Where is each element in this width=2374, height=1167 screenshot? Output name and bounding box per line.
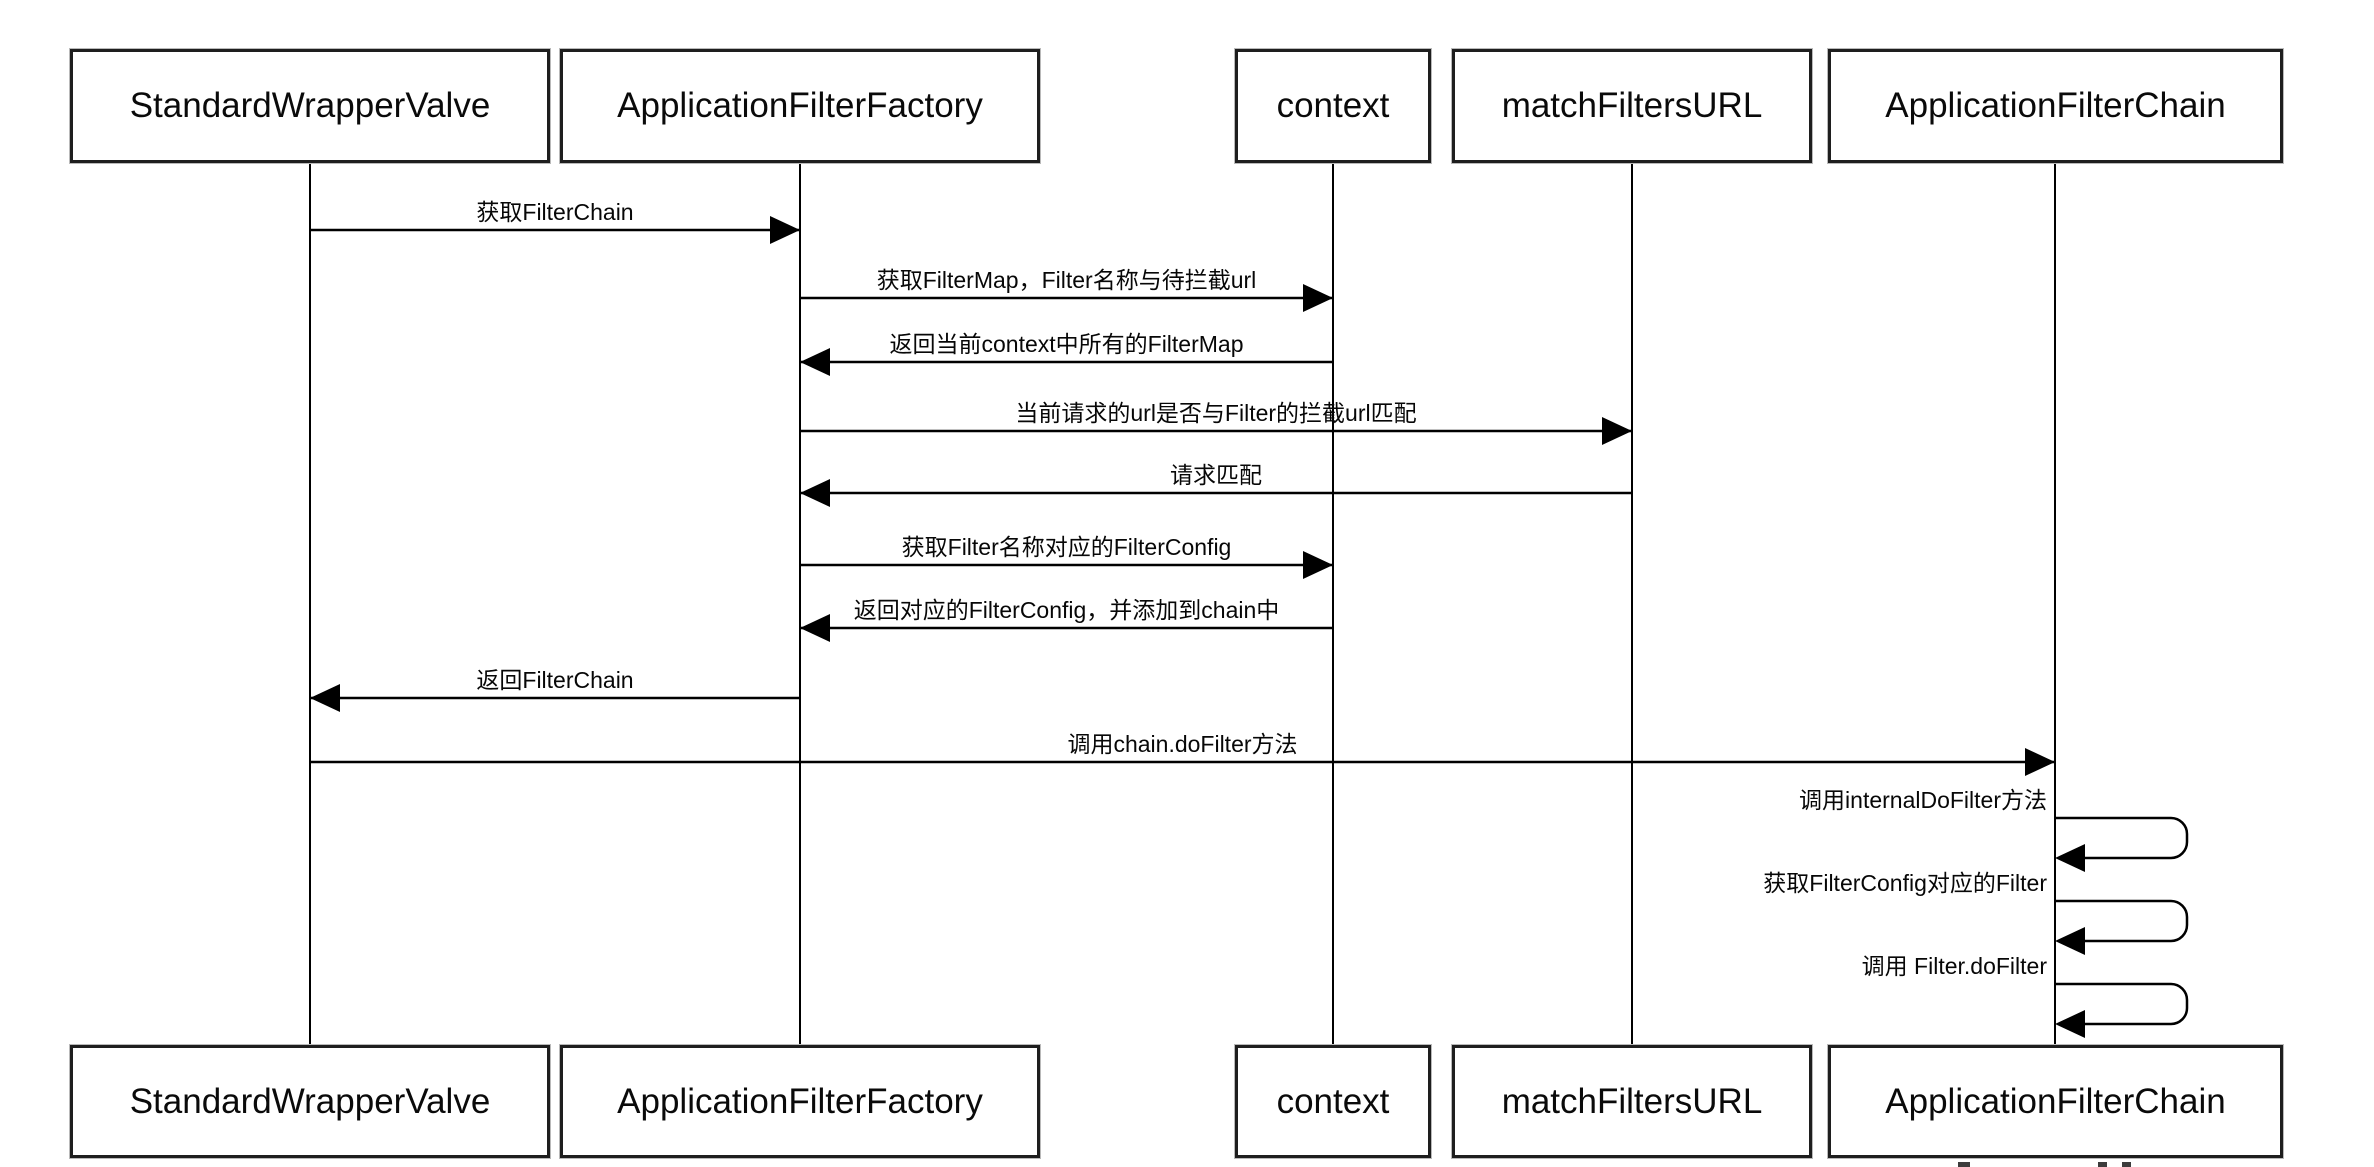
message-arrowhead — [310, 684, 340, 712]
actor-box-bottom-StandardWrapperValve: StandardWrapperValve — [70, 1045, 550, 1158]
message-arrowhead — [2025, 748, 2055, 776]
message-label: 调用 Filter.doFilter — [1861, 953, 2047, 979]
actor-box-top-context: context — [1235, 49, 1431, 163]
message-label: 返回当前context中所有的FilterMap — [889, 331, 1244, 357]
message-label: 请求匹配 — [1170, 462, 1262, 488]
message-arrowhead — [2055, 927, 2085, 955]
message-label: 返回FilterChain — [476, 667, 634, 693]
cropped-watermark-fragment — [1958, 1162, 1970, 1167]
actor-label: ApplicationFilterChain — [1885, 1081, 2226, 1121]
message-arrowhead — [770, 216, 800, 244]
message-label: 调用internalDoFilter方法 — [1799, 787, 2047, 813]
message-arrowhead — [2055, 844, 2085, 872]
actor-label: StandardWrapperValve — [129, 1081, 491, 1121]
message-label: 调用chain.doFilter方法 — [1067, 731, 1298, 757]
actor-label: ApplicationFilterFactory — [617, 86, 983, 125]
self-message-loop — [2055, 899, 2189, 943]
actor-label: StandardWrapperValve — [129, 86, 491, 125]
message-label: 返回对应的FilterConfig，并添加到chain中 — [853, 597, 1280, 623]
message-arrowhead — [1602, 417, 1632, 445]
self-message-loop — [2055, 982, 2189, 1026]
actor-box-bottom-context: context — [1235, 1045, 1431, 1158]
cropped-watermark-fragment — [2098, 1162, 2107, 1167]
actor-box-bottom-ApplicationFilterChain: ApplicationFilterChain — [1828, 1045, 2283, 1158]
actor-box-top-ApplicationFilterFactory: ApplicationFilterFactory — [560, 49, 1040, 163]
message-arrowhead — [800, 348, 830, 376]
message-arrowhead — [1303, 551, 1333, 579]
cropped-watermark-fragment — [2122, 1162, 2131, 1167]
actor-label: context — [1276, 86, 1390, 125]
actor-box-top-matchFiltersURL: matchFiltersURL — [1452, 49, 1812, 163]
message-arrowhead — [1303, 284, 1333, 312]
message-label: 获取FilterChain — [476, 199, 634, 225]
message-label: 获取FilterMap，Filter名称与待拦截url — [876, 267, 1257, 293]
message-arrowhead — [2055, 1010, 2085, 1038]
actor-label: matchFiltersURL — [1501, 86, 1763, 125]
actor-label: context — [1276, 1081, 1390, 1121]
actor-label: ApplicationFilterFactory — [617, 1081, 983, 1121]
actor-box-bottom-matchFiltersURL: matchFiltersURL — [1452, 1045, 1812, 1158]
message-label: 获取FilterConfig对应的Filter — [1763, 870, 2047, 896]
actor-box-top-StandardWrapperValve: StandardWrapperValve — [70, 49, 550, 163]
message-label: 获取Filter名称对应的FilterConfig — [901, 534, 1232, 560]
self-message-loop — [2055, 816, 2189, 860]
message-label: 当前请求的url是否与Filter的拦截url匹配 — [1015, 400, 1417, 426]
message-arrowhead — [800, 614, 830, 642]
message-arrowhead — [800, 479, 830, 507]
actor-label: matchFiltersURL — [1501, 1081, 1763, 1121]
actor-box-bottom-ApplicationFilterFactory: ApplicationFilterFactory — [560, 1045, 1040, 1158]
actor-label: ApplicationFilterChain — [1885, 86, 2226, 125]
actor-box-top-ApplicationFilterChain: ApplicationFilterChain — [1828, 49, 2283, 163]
